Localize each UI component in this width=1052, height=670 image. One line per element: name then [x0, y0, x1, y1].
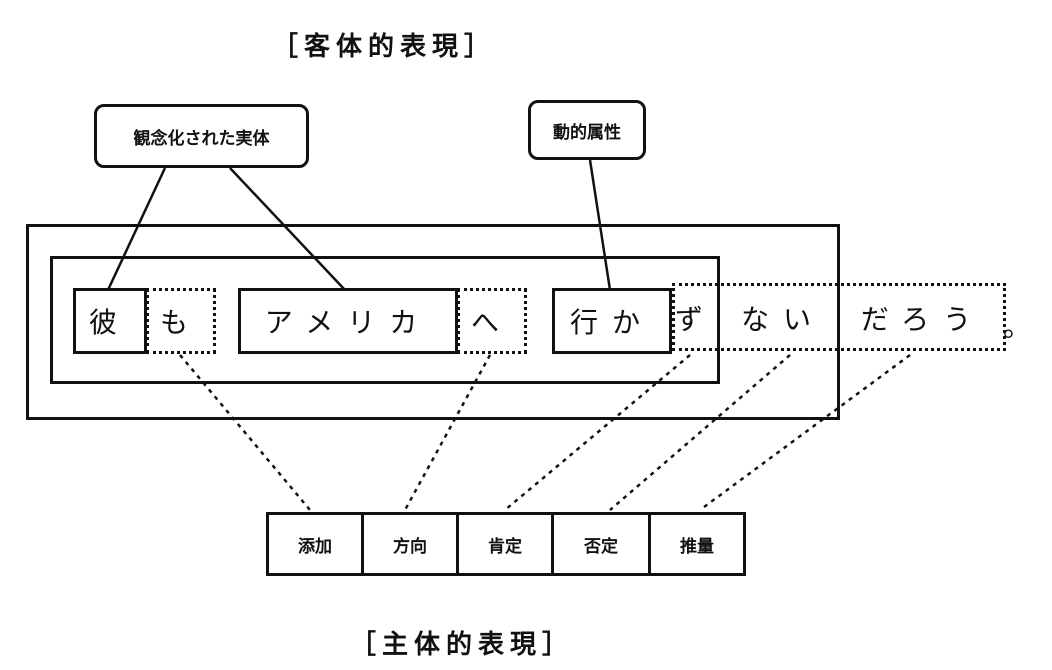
callout-ideal-entity: 観念化された実体	[94, 104, 309, 168]
word-zu: ず	[674, 303, 717, 336]
callout-dynamic-attribute: 動的属性	[528, 100, 646, 160]
line-mo-to-tenka	[179, 354, 311, 511]
word-kare: 彼	[73, 288, 147, 354]
outer-frame	[26, 224, 840, 420]
sentence-period: 。	[1003, 310, 1046, 343]
line-zu-to-koutei	[504, 354, 691, 511]
category-tenka: 添加	[266, 512, 364, 576]
line-callout-to-kare	[106, 167, 167, 291]
word-mo: も	[146, 288, 216, 354]
line-he-to-houkou	[403, 354, 492, 511]
line-darou-to-suiryou	[699, 353, 911, 512]
word-he: へ	[457, 288, 527, 354]
word-ika: 行か	[552, 288, 672, 354]
word-amerika: アメリカ	[238, 288, 458, 354]
bottom-title: ［主体的表現］	[350, 630, 575, 660]
dotted-auxiliary-frame	[672, 283, 1006, 351]
word-nai: ない	[740, 303, 825, 336]
line-nai-to-hitei	[609, 354, 791, 511]
line-callout-to-amerika	[229, 167, 346, 291]
top-title: ［客体的表現］	[272, 32, 497, 62]
category-houkou: 方向	[361, 512, 459, 576]
word-darou: だろう	[860, 303, 986, 336]
category-suiryou: 推量	[648, 512, 746, 576]
category-koutei: 肯定	[456, 512, 554, 576]
category-hitei: 否定	[551, 512, 651, 576]
inner-frame	[50, 256, 720, 384]
